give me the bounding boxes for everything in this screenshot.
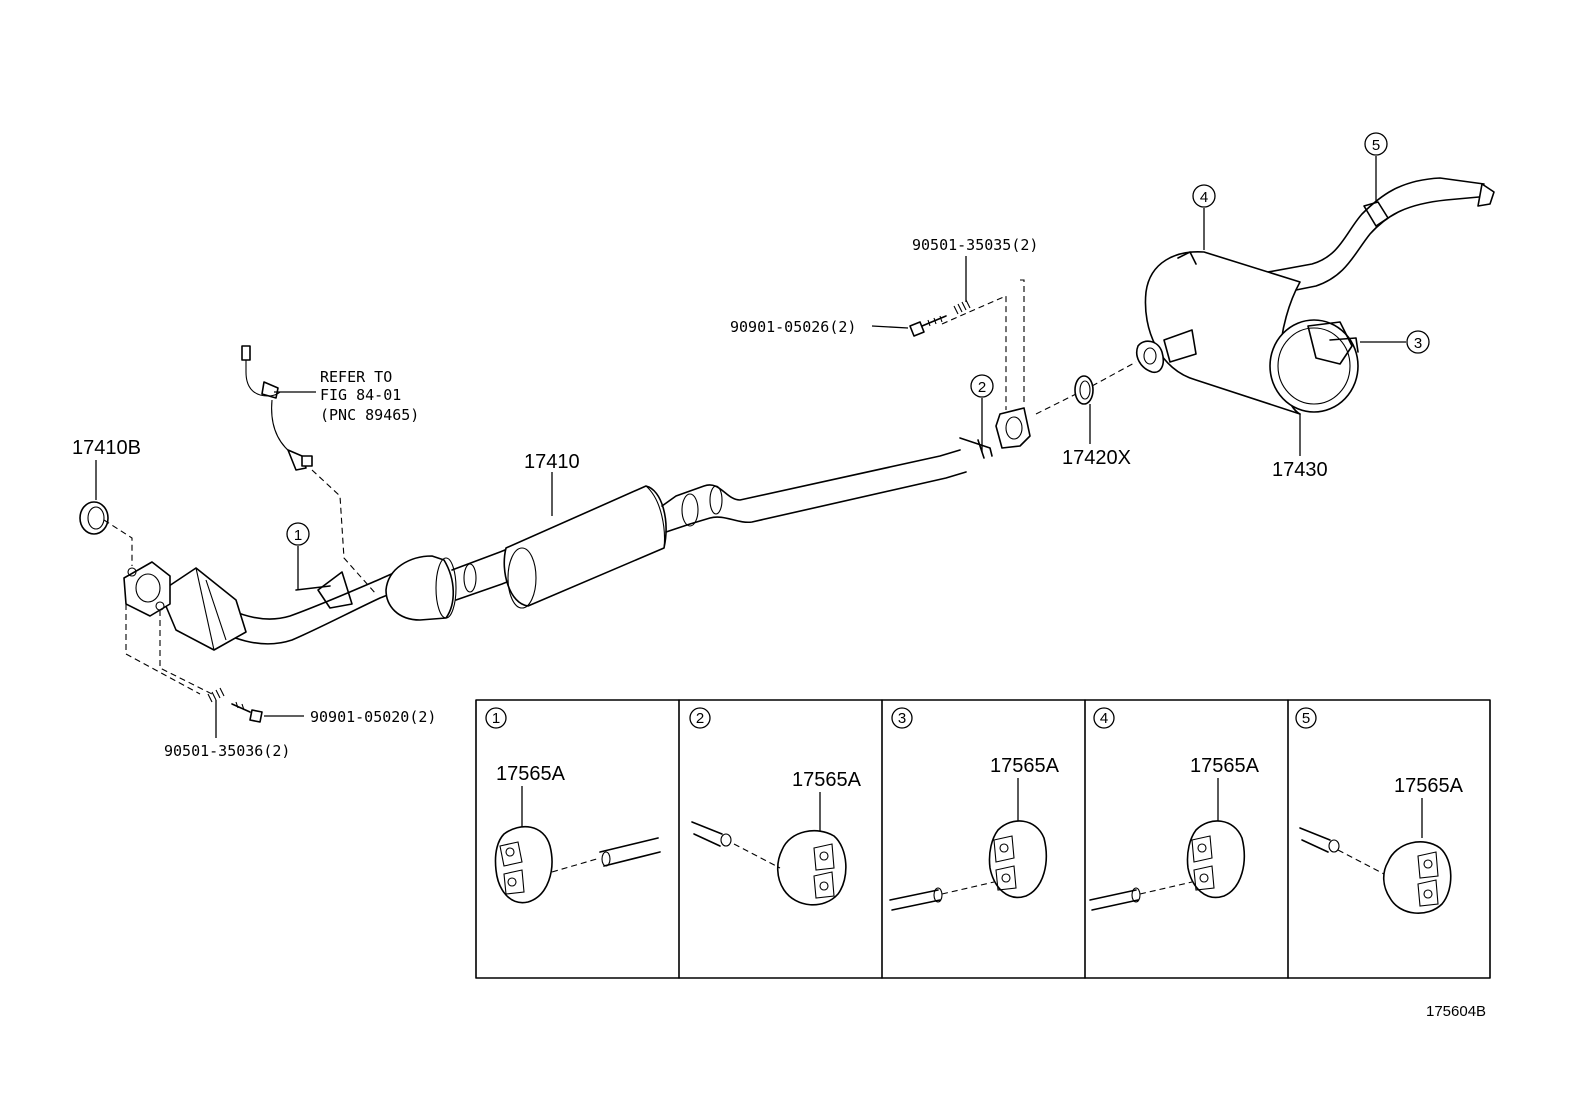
rubber-hanger-icon	[1382, 841, 1452, 914]
svg-text:3: 3	[898, 710, 906, 727]
panel-5-part: 17565A	[1394, 775, 1464, 797]
svg-text:5: 5	[1372, 137, 1380, 154]
front-gasket-drawing	[79, 501, 109, 535]
detail-panel-5: 5 17565A	[1295, 707, 1464, 914]
svg-text:4: 4	[1100, 710, 1108, 727]
muffler-drawing	[1136, 177, 1495, 415]
detail-panel-3: 3 17565A	[889, 707, 1060, 911]
label-spring-rear: 90501-35035(2)	[912, 236, 1038, 254]
callout-4: 4	[1192, 184, 1216, 208]
svg-text:5: 5	[1302, 710, 1310, 727]
detail-panel-4: 4 17565A	[1089, 707, 1260, 911]
figure-code: 175604B	[1426, 1003, 1486, 1020]
refer-line-1: REFER TO	[320, 368, 392, 386]
panel-1-part: 17565A	[496, 763, 566, 785]
panel-3-part: 17565A	[990, 755, 1060, 777]
refer-line-3: (PNC 89465)	[320, 406, 419, 424]
panel-4-part: 17565A	[1190, 755, 1260, 777]
oxygen-sensor-drawing	[241, 345, 313, 471]
label-bolt-front: 90901-05020(2)	[310, 708, 436, 726]
bolts-and-springs	[207, 299, 971, 723]
label-front-pipe: 17410	[524, 451, 580, 473]
rubber-hanger-icon	[988, 820, 1048, 899]
rubber-hanger-icon	[1186, 820, 1246, 899]
panel-2-part: 17565A	[792, 769, 862, 791]
label-gasket-front: 17410B	[72, 437, 141, 459]
svg-text:2: 2	[978, 379, 986, 396]
alignment-guides	[103, 279, 1137, 695]
detail-panel-1: 1 17565A	[485, 707, 661, 904]
svg-text:3: 3	[1414, 335, 1422, 352]
label-tail-pipe: 17430	[1272, 459, 1328, 481]
svg-text:1: 1	[294, 527, 302, 544]
refer-line-2: FIG 84-01	[320, 386, 401, 404]
callout-1: 1	[286, 522, 310, 546]
detail-panels: 1 17565A 2 17565A	[475, 699, 1491, 979]
label-bolt-rear: 90901-05026(2)	[730, 318, 856, 336]
svg-text:4: 4	[1200, 189, 1208, 206]
rubber-hanger-icon	[776, 829, 847, 906]
rear-gasket-drawing	[1074, 375, 1094, 405]
callout-2: 2	[970, 374, 994, 398]
callout-5: 5	[1364, 132, 1388, 156]
leader-lines	[95, 156, 1406, 738]
svg-text:1: 1	[492, 710, 500, 727]
callout-3: 3	[1406, 330, 1430, 354]
label-spring-front: 90501-35036(2)	[164, 742, 290, 760]
label-gasket-rear: 17420X	[1062, 447, 1131, 469]
rubber-hanger-icon	[494, 826, 553, 904]
svg-text:2: 2	[696, 710, 704, 727]
detail-panel-2: 2 17565A	[689, 707, 862, 906]
front-exhaust-pipe-drawing	[123, 407, 1031, 651]
